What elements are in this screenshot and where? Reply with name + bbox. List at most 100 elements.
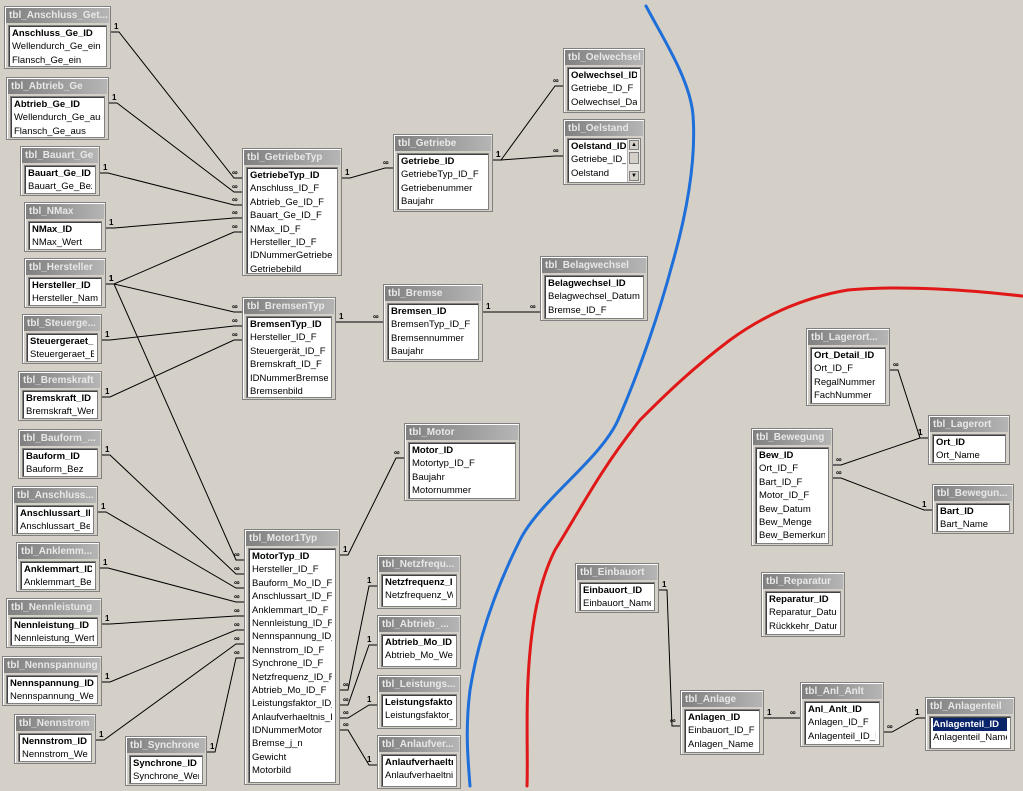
field-item[interactable]: Anklemmart_ID_F (252, 604, 329, 616)
primary-key-field[interactable]: Nennspannung_ID (10, 678, 94, 689)
field-item[interactable]: Abtrieb_Mo_ID_F (252, 684, 327, 696)
primary-key-field[interactable]: Ort_Detail_ID (814, 350, 875, 361)
table-title[interactable]: tbl_Steuerge... (24, 316, 100, 331)
field-item[interactable]: IDNummerMotor (252, 725, 323, 737)
vertical-scrollbar[interactable]: ▲▼ (627, 139, 640, 182)
field-item[interactable]: RegalNummer (814, 376, 876, 388)
scroll-up-icon[interactable]: ▲ (629, 140, 639, 150)
field-item[interactable]: Anschlussart_ID_F (252, 591, 332, 603)
field-item[interactable]: Wellendurch_Ge_ein (12, 41, 101, 53)
primary-key-field[interactable]: Bremskraft_ID (26, 393, 91, 404)
field-item[interactable]: Anlagen_ID_F (808, 717, 869, 729)
field-item[interactable]: Einbauort_Name (583, 598, 651, 610)
primary-key-field[interactable]: Oelwechsel_ID (571, 70, 637, 81)
primary-key-field[interactable]: Nennleistung_ID (14, 620, 89, 631)
field-list[interactable]: Anklemmart_ID Anklemmart_Bez (20, 561, 96, 590)
table-title[interactable]: tbl_Bewegun... (934, 486, 1012, 501)
table-title[interactable]: tbl_Nennleistung (8, 600, 100, 615)
primary-key-field[interactable]: Netzfrequenz_ID (385, 577, 453, 588)
field-item[interactable]: Anlagenteil_ID_F (808, 730, 876, 742)
primary-key-field[interactable]: BremsenTyp_ID (250, 319, 322, 330)
table-title[interactable]: tbl_Motor1Typ (246, 531, 338, 546)
field-item[interactable]: Hersteller_ID_F (250, 332, 317, 344)
primary-key-field[interactable]: Anschlussart_ID (20, 508, 90, 519)
field-item[interactable]: Anklemmart_Bez (24, 577, 92, 589)
field-item[interactable]: Steuergeraet_Be (30, 349, 94, 361)
field-item[interactable]: Leistungsfaktor_W (385, 710, 453, 722)
primary-key-field[interactable]: Motor_ID (412, 445, 454, 456)
field-item[interactable]: Getriebebild (250, 263, 302, 274)
field-item[interactable]: Gewicht (252, 751, 287, 763)
field-item[interactable]: Flansch_Ge_ein (12, 54, 82, 66)
table-title[interactable]: tbl_Anschluss_Get... (6, 8, 109, 23)
primary-key-field[interactable]: Anklemmart_ID (24, 564, 92, 575)
table-title[interactable]: tbl_Anl_Anlt (802, 684, 882, 699)
field-item[interactable]: NMax_Wert (32, 237, 82, 249)
table-title[interactable]: tbl_NMax (26, 204, 104, 219)
field-item[interactable]: Nennstrom_ID_F (252, 644, 325, 656)
field-item[interactable]: Netzfrequenz_ID_F (252, 671, 332, 683)
table-title[interactable]: tbl_Abtrieb_... (379, 617, 459, 632)
table-title[interactable]: tbl_Lagerort (930, 417, 1008, 432)
field-item[interactable]: Anschluss_ID_F (250, 183, 320, 195)
field-list[interactable]: AnlaufverhaeltnisAnlaufverhaeltnis (381, 754, 457, 787)
primary-key-field[interactable]: Ort_ID (936, 437, 966, 448)
field-item[interactable]: Synchrone_Wert (133, 771, 199, 783)
field-item[interactable]: Leistungsfaktor_ID_ (252, 698, 332, 710)
field-item[interactable]: Oelstand (571, 167, 610, 179)
table-title[interactable]: tbl_Oelstand (565, 121, 643, 136)
table-title[interactable]: tbl_Anschluss... (14, 488, 96, 503)
primary-key-field[interactable]: Leistungsfaktor_I (385, 697, 453, 708)
primary-key-field[interactable]: Nennstrom_ID (22, 736, 87, 747)
primary-key-field[interactable]: Steuergeraet_ID (30, 336, 94, 347)
primary-key-field[interactable]: Bauform_ID (26, 451, 80, 462)
field-item[interactable]: Bauart_Ge_ID_F (250, 210, 322, 222)
field-item[interactable]: Bew_Bemerkung (759, 530, 825, 542)
field-item[interactable]: Nennstrom_Wert (22, 749, 88, 761)
field-list[interactable]: Nennstrom_ID Nennstrom_Wert (18, 733, 92, 762)
field-item[interactable]: Ort_ID_F (814, 363, 854, 375)
field-item[interactable]: Rückkehr_Datum (769, 620, 837, 632)
primary-key-field[interactable]: Belagwechsel_ID (548, 278, 626, 289)
field-item[interactable]: Bauart_Ge_Bez (28, 181, 92, 193)
table-title[interactable]: tbl_Getriebe (395, 136, 491, 151)
scroll-down-icon[interactable]: ▼ (629, 171, 639, 181)
table-title[interactable]: tbl_Anlagenteil (927, 699, 1013, 714)
primary-key-field[interactable]: Hersteller_ID (32, 280, 91, 291)
field-item[interactable]: Nennspannung_Wert (10, 691, 94, 703)
primary-key-field[interactable]: Einbauort_ID (583, 585, 643, 596)
primary-key-field[interactable]: Abtrieb_Mo_ID (385, 637, 453, 648)
primary-key-field[interactable]: GetriebeTyp_ID (250, 170, 320, 181)
field-item[interactable]: Abtrieb_Ge_ID_F (250, 196, 324, 208)
